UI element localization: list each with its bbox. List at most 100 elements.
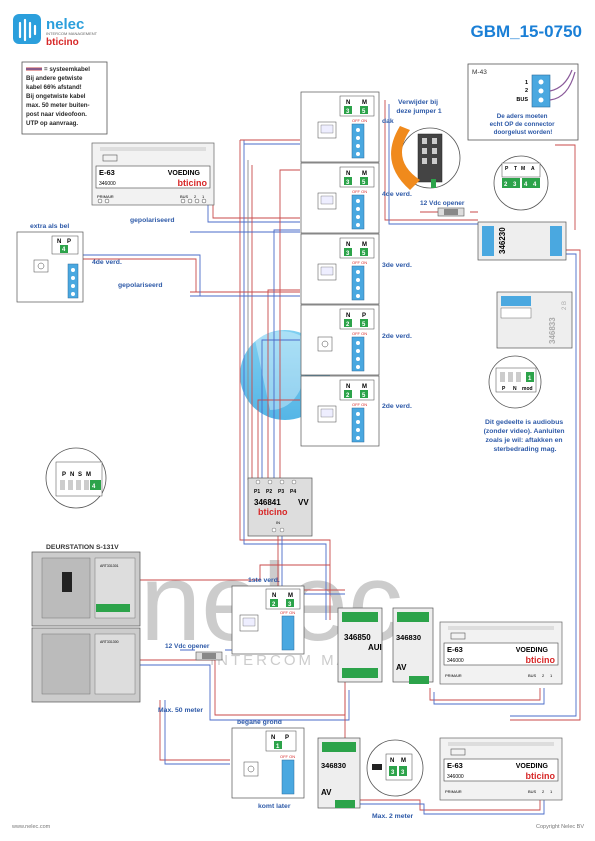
av-switch-callout: N M 3 3 bbox=[366, 739, 424, 797]
label-max-50: Max. 50 meter bbox=[158, 707, 203, 714]
svg-text:P1: P1 bbox=[254, 489, 260, 495]
label-komt-later: komt later bbox=[258, 803, 291, 810]
label-opener-top: 12 Vdc opener bbox=[420, 200, 465, 207]
svg-text:2: 2 bbox=[504, 182, 508, 188]
power-supply-middle: E-63 VOEDING 346000 bticino PRIMAIR BUS … bbox=[439, 621, 563, 685]
svg-text:3: 3 bbox=[346, 109, 350, 115]
phone-unit-6: N M 2 3 OFF ON bbox=[231, 585, 305, 655]
bell-icon bbox=[243, 761, 259, 777]
svg-text:346833: 346833 bbox=[548, 317, 557, 344]
label-2de-verd-b: 2de verd. bbox=[382, 403, 412, 410]
svg-text:5: 5 bbox=[362, 393, 366, 399]
logo-brand: bticino bbox=[46, 37, 79, 48]
svg-text:N: N bbox=[346, 100, 350, 106]
svg-text:M: M bbox=[362, 242, 367, 248]
system-cables bbox=[82, 100, 581, 815]
module-346841-vv: P1 P2 P3 P4 346841 VV bticino IN bbox=[247, 477, 313, 537]
svg-text:2: 2 bbox=[346, 393, 350, 399]
label-3de-verd: 3de verd. bbox=[382, 262, 412, 269]
jumper-callout: Verwijder bij deze jumper 1 dak bbox=[382, 99, 461, 190]
phone-unit-3: N M 3 5 OFF ON bbox=[300, 233, 380, 305]
svg-text:3: 3 bbox=[513, 182, 517, 188]
watermark-sub: INTERCOM MA bbox=[210, 652, 350, 669]
svg-text:N: N bbox=[390, 758, 394, 764]
svg-text:3: 3 bbox=[288, 602, 292, 608]
logo-tag: INTERCOM MANAGEMENT bbox=[46, 31, 98, 36]
svg-text:2: 2 bbox=[272, 602, 276, 608]
svg-text:P2: P2 bbox=[266, 489, 272, 495]
supply-model: E-63 bbox=[447, 761, 463, 770]
phone-unit-4: N P 2 5 OFF ON bbox=[300, 304, 380, 376]
svg-text:ART331300: ART331300 bbox=[100, 640, 119, 644]
svg-text:346230: 346230 bbox=[498, 227, 507, 254]
m43-box: M-43 1 2 BUS De aders moeten echt OP de … bbox=[467, 63, 579, 141]
svg-text:1: 1 bbox=[550, 673, 553, 678]
logo-name: nelec bbox=[46, 16, 84, 33]
svg-text:BUS: BUS bbox=[528, 789, 537, 794]
svg-text:S: S bbox=[78, 472, 82, 478]
svg-text:N: N bbox=[346, 242, 350, 248]
extra-bel-unit: N P 4 bbox=[16, 231, 84, 303]
svg-text:346000: 346000 bbox=[99, 181, 116, 187]
svg-text:N: N bbox=[272, 593, 276, 599]
svg-text:346000: 346000 bbox=[447, 658, 464, 664]
svg-text:2: 2 bbox=[525, 88, 528, 94]
svg-text:P3: P3 bbox=[278, 489, 284, 495]
svg-text:2: 2 bbox=[542, 789, 545, 794]
phone-unit-7: N P 1 OFF ON bbox=[231, 727, 305, 799]
label-4de-verd: 4de verd. bbox=[382, 191, 412, 198]
module-346230: P T M A 2 3 4 4 346230 bbox=[477, 155, 567, 261]
svg-text:OFF ON: OFF ON bbox=[280, 610, 295, 615]
bell-icon bbox=[317, 336, 333, 352]
arrow-icon bbox=[391, 126, 420, 190]
footer-url: www.nelec.com bbox=[11, 824, 51, 830]
svg-text:BUS: BUS bbox=[180, 194, 189, 199]
svg-text:1: 1 bbox=[276, 744, 280, 750]
svg-text:bticino: bticino bbox=[526, 655, 556, 665]
phone-unit-2: N M 3 5 OFF ON bbox=[300, 162, 380, 234]
svg-text:3: 3 bbox=[391, 770, 395, 776]
svg-text:5: 5 bbox=[362, 251, 366, 257]
svg-text:346830: 346830 bbox=[396, 633, 421, 642]
label-4de-verd-left: 4de verd. bbox=[92, 259, 122, 266]
m43-note: De aders moeten echt OP de connector doo… bbox=[490, 113, 557, 136]
svg-text:BUS: BUS bbox=[516, 97, 528, 103]
page-title: GBM_15-0750 bbox=[470, 22, 582, 41]
svg-text:3: 3 bbox=[401, 770, 405, 776]
label-dak: dak bbox=[382, 118, 394, 125]
svg-text:P: P bbox=[362, 313, 366, 319]
svg-text:OFF ON: OFF ON bbox=[352, 189, 367, 194]
svg-text:mod: mod bbox=[522, 386, 533, 392]
power-supply-bottom: E-63 VOEDING 346000 bticino PRIMAIR BUS … bbox=[439, 737, 563, 801]
svg-text:2: 2 bbox=[542, 673, 545, 678]
svg-text:IN: IN bbox=[276, 520, 280, 525]
supply-model: E-63 bbox=[99, 168, 115, 177]
svg-text:346850: 346850 bbox=[344, 633, 371, 642]
svg-text:4: 4 bbox=[533, 182, 537, 188]
svg-text:bticino: bticino bbox=[258, 507, 288, 517]
svg-text:2 B: 2 B bbox=[562, 301, 568, 310]
svg-text:P: P bbox=[62, 472, 66, 478]
svg-text:346830: 346830 bbox=[321, 761, 346, 770]
svg-text:346000: 346000 bbox=[447, 774, 464, 780]
logo-mark-icon bbox=[13, 14, 41, 44]
label-max-2: Max. 2 meter bbox=[372, 813, 414, 820]
svg-text:4: 4 bbox=[62, 247, 66, 253]
label-2de-verd-a: 2de verd. bbox=[382, 333, 412, 340]
bell-icon bbox=[37, 262, 45, 270]
svg-text:M: M bbox=[288, 593, 293, 599]
legend-text: = systeemkabel Bij andere getwiste kabel… bbox=[26, 66, 92, 127]
label-gepolariseerd-2: gepolariseerd bbox=[118, 282, 163, 289]
svg-text:2: 2 bbox=[194, 194, 197, 199]
svg-text:M: M bbox=[362, 384, 367, 390]
supply-name: VOEDING bbox=[168, 170, 201, 177]
svg-text:OFF ON: OFF ON bbox=[352, 118, 367, 123]
label-deurstation: DEURSTATION S-131V bbox=[46, 544, 119, 551]
svg-text:346841: 346841 bbox=[254, 498, 281, 507]
module-346830-av-1: 346830 AV bbox=[392, 607, 434, 684]
svg-text:OFF ON: OFF ON bbox=[352, 402, 367, 407]
module-346833: 346833 2 B 1 P N mod bbox=[488, 291, 573, 409]
svg-text:3: 3 bbox=[346, 251, 350, 257]
svg-text:P4: P4 bbox=[290, 489, 296, 495]
